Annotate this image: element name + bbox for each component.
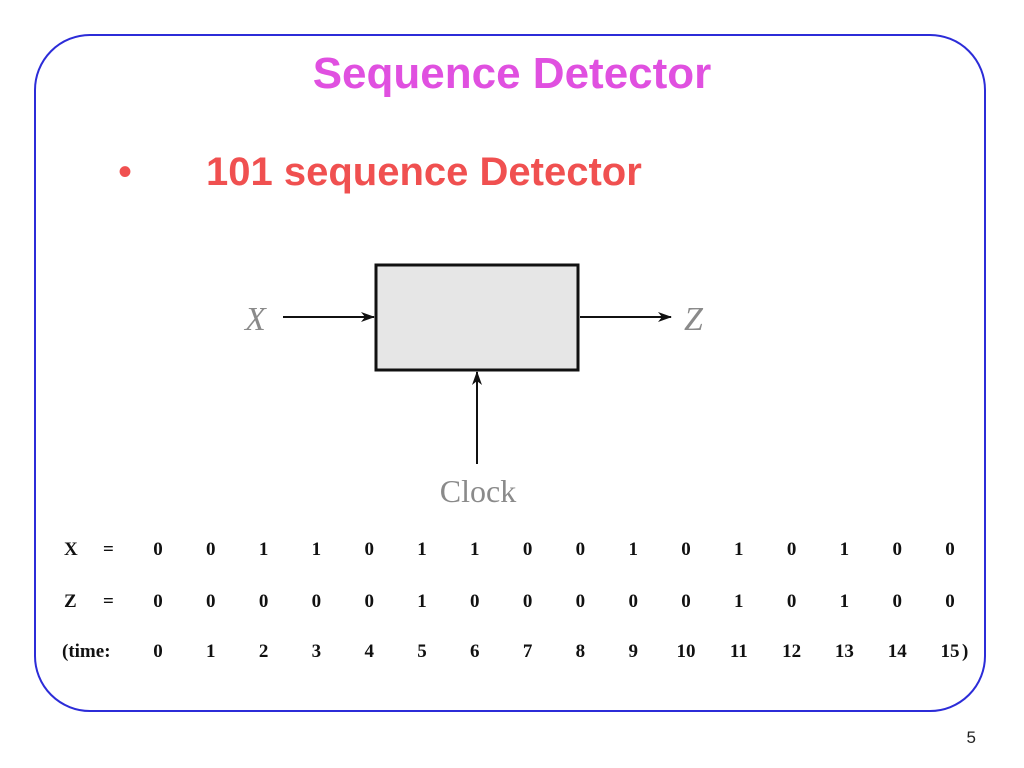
- z-value: 0: [206, 591, 216, 612]
- z-value: 0: [681, 591, 691, 612]
- time-value: 3: [311, 641, 322, 662]
- time-value: 9: [628, 641, 638, 662]
- time-value: 4: [364, 641, 374, 662]
- time-value: 7: [522, 641, 533, 662]
- z-value: 0: [892, 591, 902, 612]
- x-value: 1: [470, 539, 480, 560]
- z-value: 0: [522, 591, 533, 612]
- z-value: 0: [575, 591, 586, 612]
- time-value: 5: [417, 641, 427, 662]
- x-value: 0: [153, 539, 163, 560]
- bullet-text: 101 sequence Detector: [206, 150, 642, 194]
- x-value: 1: [258, 539, 269, 560]
- slide-title: Sequence Detector: [312, 49, 712, 98]
- z-value: 0: [628, 591, 638, 612]
- x-value: 0: [206, 539, 216, 560]
- x-value: 0: [892, 539, 902, 560]
- x-value: 0: [786, 539, 797, 560]
- z-value: 0: [470, 591, 480, 612]
- time-value: 15: [940, 641, 960, 662]
- z-value: 0: [945, 591, 955, 612]
- input-label: X: [243, 301, 267, 338]
- z-value: 0: [258, 591, 269, 612]
- x-value: 0: [364, 539, 374, 560]
- x-value: 0: [522, 539, 533, 560]
- time-value: 8: [575, 641, 586, 662]
- z-value: 0: [153, 591, 163, 612]
- x-row-name: X: [64, 539, 78, 560]
- time-value: 10: [676, 641, 696, 662]
- time-value: 0: [153, 641, 163, 662]
- x-value: 1: [311, 539, 322, 560]
- detector-box: [374, 263, 580, 372]
- x-value: 1: [417, 539, 427, 560]
- time-value: 1: [206, 641, 216, 662]
- time-value: 12: [782, 641, 802, 662]
- x-value: 1: [734, 539, 744, 560]
- page-number: 5: [966, 728, 976, 747]
- z-value: 1: [839, 591, 850, 612]
- time-value: 14: [887, 641, 907, 662]
- x-value: 0: [681, 539, 691, 560]
- bullet-icon: •: [118, 150, 133, 194]
- clock-label: Clock: [440, 473, 516, 509]
- output-label: Z: [684, 301, 704, 338]
- x-sequence-row: X = 0 0 1 1 0 1 1 0 0 1 0 1 0 1 0 0: [0, 535, 1024, 565]
- time-value: 13: [834, 641, 854, 662]
- time-value: 6: [470, 641, 480, 662]
- x-value: 0: [575, 539, 586, 560]
- z-value: 0: [364, 591, 374, 612]
- time-row-suffix: ): [962, 641, 969, 662]
- slide-frame: [34, 34, 986, 712]
- z-value: 1: [417, 591, 427, 612]
- x-row-equals: =: [103, 539, 114, 560]
- z-value: 1: [734, 591, 744, 612]
- x-value: 0: [945, 539, 955, 560]
- z-sequence-row: Z = 0 0 0 0 0 1 0 0 0 0 0 1 0 1 0 0: [0, 587, 1024, 617]
- z-row-equals: =: [103, 591, 114, 612]
- z-value: 0: [311, 591, 322, 612]
- z-row-name: Z: [64, 591, 77, 612]
- time-value: 11: [729, 641, 748, 662]
- time-row-prefix: (time:: [62, 641, 111, 662]
- time-value: 2: [258, 641, 269, 662]
- x-value: 1: [628, 539, 638, 560]
- z-value: 0: [786, 591, 797, 612]
- x-value: 1: [839, 539, 850, 560]
